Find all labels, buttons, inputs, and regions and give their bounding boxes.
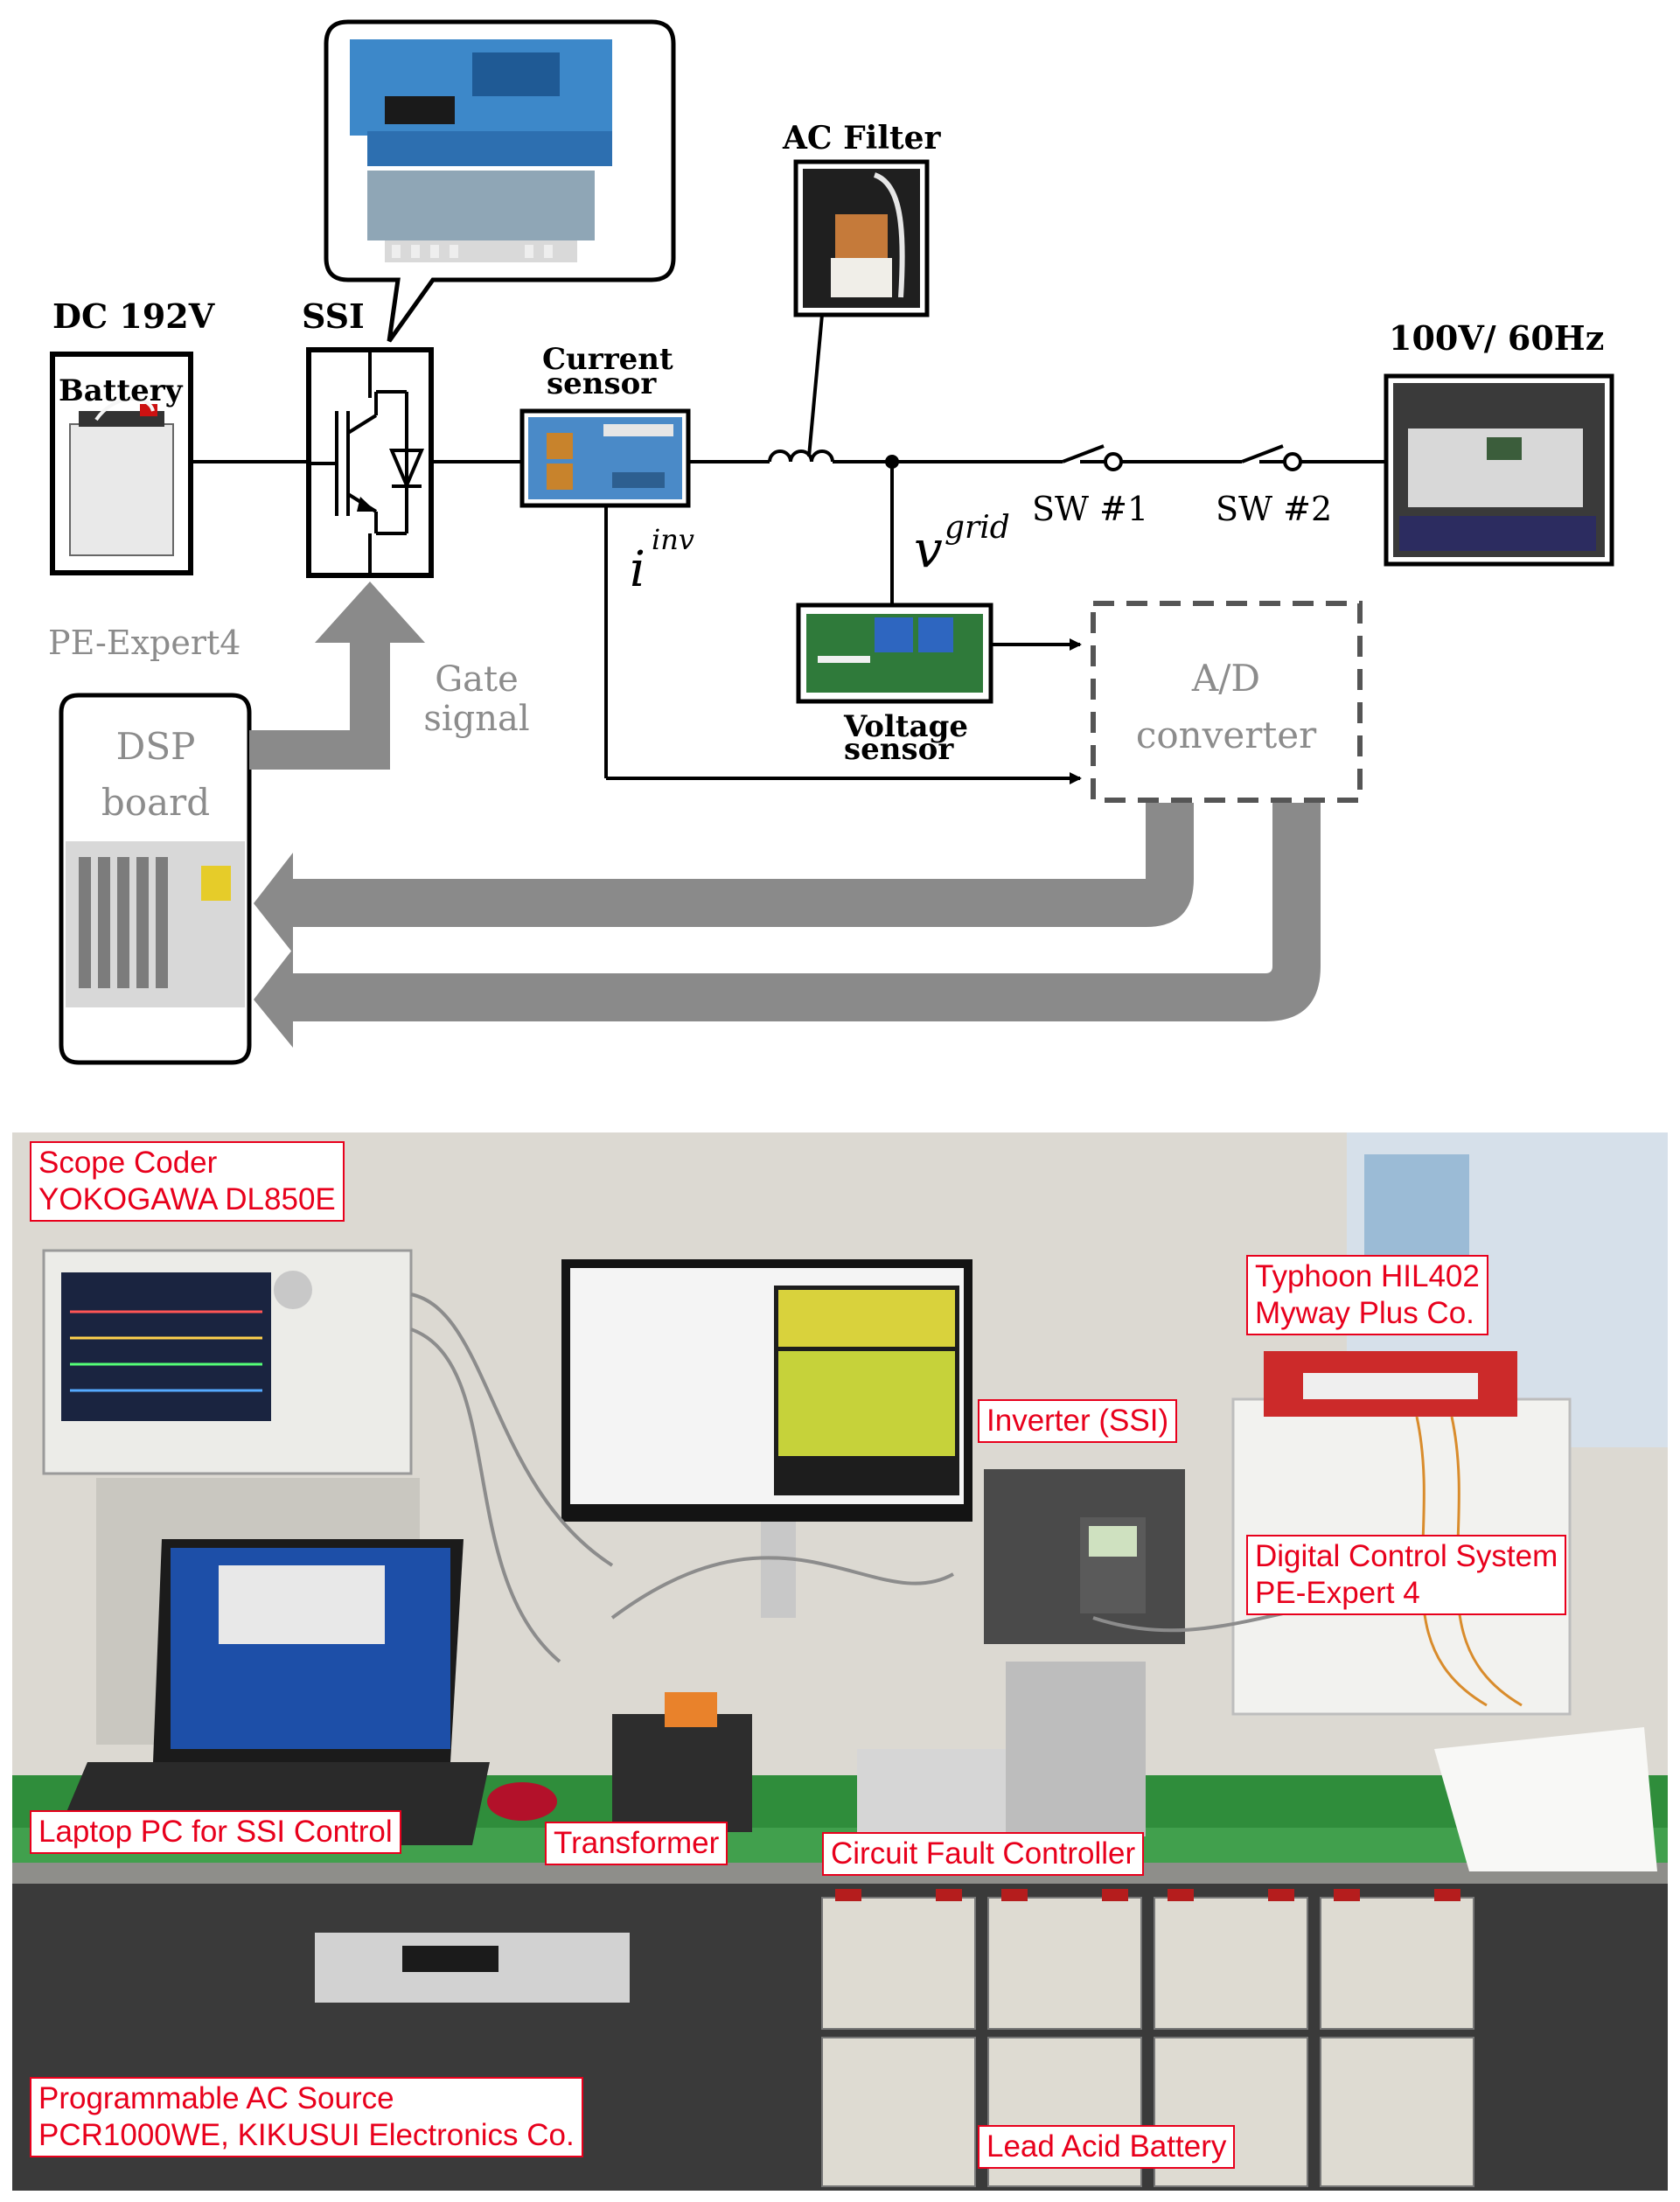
ac-source-label-line2: PCR1000WE, KIKUSUI Electronics Co. [38, 2118, 575, 2152]
ac-source-label-line1: Programmable AC Source [38, 2081, 394, 2115]
lead-battery-label-line1: Lead Acid Battery [986, 2129, 1227, 2164]
digital-control-label-line2: PE-Expert 4 [1255, 1576, 1420, 1610]
schematic-diagram: DC 192V Battery SSI Current sensor AC Fi… [48, 19, 1614, 1065]
lab-setup-photo [12, 1132, 1668, 2191]
v-grid-superscript: grid [945, 510, 1010, 546]
transformer-label-line1: Transformer [554, 1826, 720, 1860]
current-sensor-block [519, 408, 691, 508]
battery-block [50, 352, 193, 575]
transformer-label: Transformer [545, 1822, 728, 1865]
i-inv-superscript: inv [652, 523, 694, 556]
v-grid-symbol: v [914, 519, 943, 579]
ad-label-2: converter [1136, 714, 1317, 756]
ac-filter-label: AC Filter [782, 120, 942, 157]
grid-source-block [1384, 373, 1614, 567]
pe-expert-label: PE-Expert4 [48, 624, 240, 662]
gate-signal-arrow [249, 582, 425, 770]
scope-coder-label-line1: Scope Coder [38, 1146, 218, 1180]
gate-label-2: signal [423, 699, 529, 739]
fault-controller-label: Circuit Fault Controller [822, 1832, 1145, 1876]
ssi-photo-callout [324, 19, 676, 343]
lead-battery-label: Lead Acid Battery [978, 2125, 1236, 2169]
scope-coder-label-line2: YOKOGAWA DL850E [38, 1182, 336, 1216]
digital-control-label-line1: Digital Control System [1255, 1539, 1558, 1573]
inverter-label-line1: Inverter (SSI) [986, 1404, 1169, 1438]
igbt-diode-symbol [310, 352, 408, 574]
grid-label: 100V/ 60Hz [1389, 318, 1604, 358]
ad-converter-box [1091, 601, 1363, 803]
laptop-label-line1: Laptop PC for SSI Control [38, 1815, 393, 1849]
typhoon-label: Typhoon HIL402 Myway Plus Co. [1246, 1255, 1488, 1335]
sw2-label: SW #2 [1216, 490, 1332, 528]
i-inv-symbol: i [630, 541, 645, 598]
sw1-label: SW #1 [1032, 490, 1148, 528]
ad-label-1: A/D [1191, 657, 1260, 700]
gate-label-1: Gate [435, 659, 519, 700]
fault-controller-label-line1: Circuit Fault Controller [831, 1836, 1136, 1871]
dsp-board-block [59, 693, 252, 1065]
scope-coder-label: Scope Coder YOKOGAWA DL850E [30, 1141, 345, 1222]
voltage-sensor-block [796, 603, 993, 704]
dsp-label-2: board [101, 781, 210, 824]
typhoon-label-line1: Typhoon HIL402 [1255, 1259, 1480, 1293]
voltage-sensor-label-2: sensor [844, 732, 954, 767]
ad-to-dsp-arrows [254, 803, 1321, 1048]
ssi-label: SSI [302, 296, 365, 336]
battery-voltage-label: DC 192V [52, 296, 216, 336]
ac-filter-block [793, 159, 930, 317]
dsp-label-1: DSP [116, 725, 196, 768]
sw2-contact[interactable] [1283, 452, 1302, 471]
grid-node-dot [885, 455, 899, 469]
laptop-label: Laptop PC for SSI Control [30, 1810, 401, 1854]
typhoon-label-line2: Myway Plus Co. [1255, 1296, 1474, 1330]
digital-control-label: Digital Control System PE-Expert 4 [1246, 1535, 1567, 1615]
voltage-sensor-label-1: Voltage [843, 709, 968, 744]
battery-label: Battery [59, 373, 184, 408]
inverter-label: Inverter (SSI) [978, 1399, 1178, 1443]
current-sensor-label-1: Current [542, 342, 673, 377]
current-sensor-label-2: sensor [547, 366, 657, 401]
ssi-block [306, 347, 434, 578]
sw1-contact[interactable] [1104, 452, 1123, 471]
ac-source-label: Programmable AC Source PCR1000WE, KIKUSU… [30, 2077, 583, 2157]
